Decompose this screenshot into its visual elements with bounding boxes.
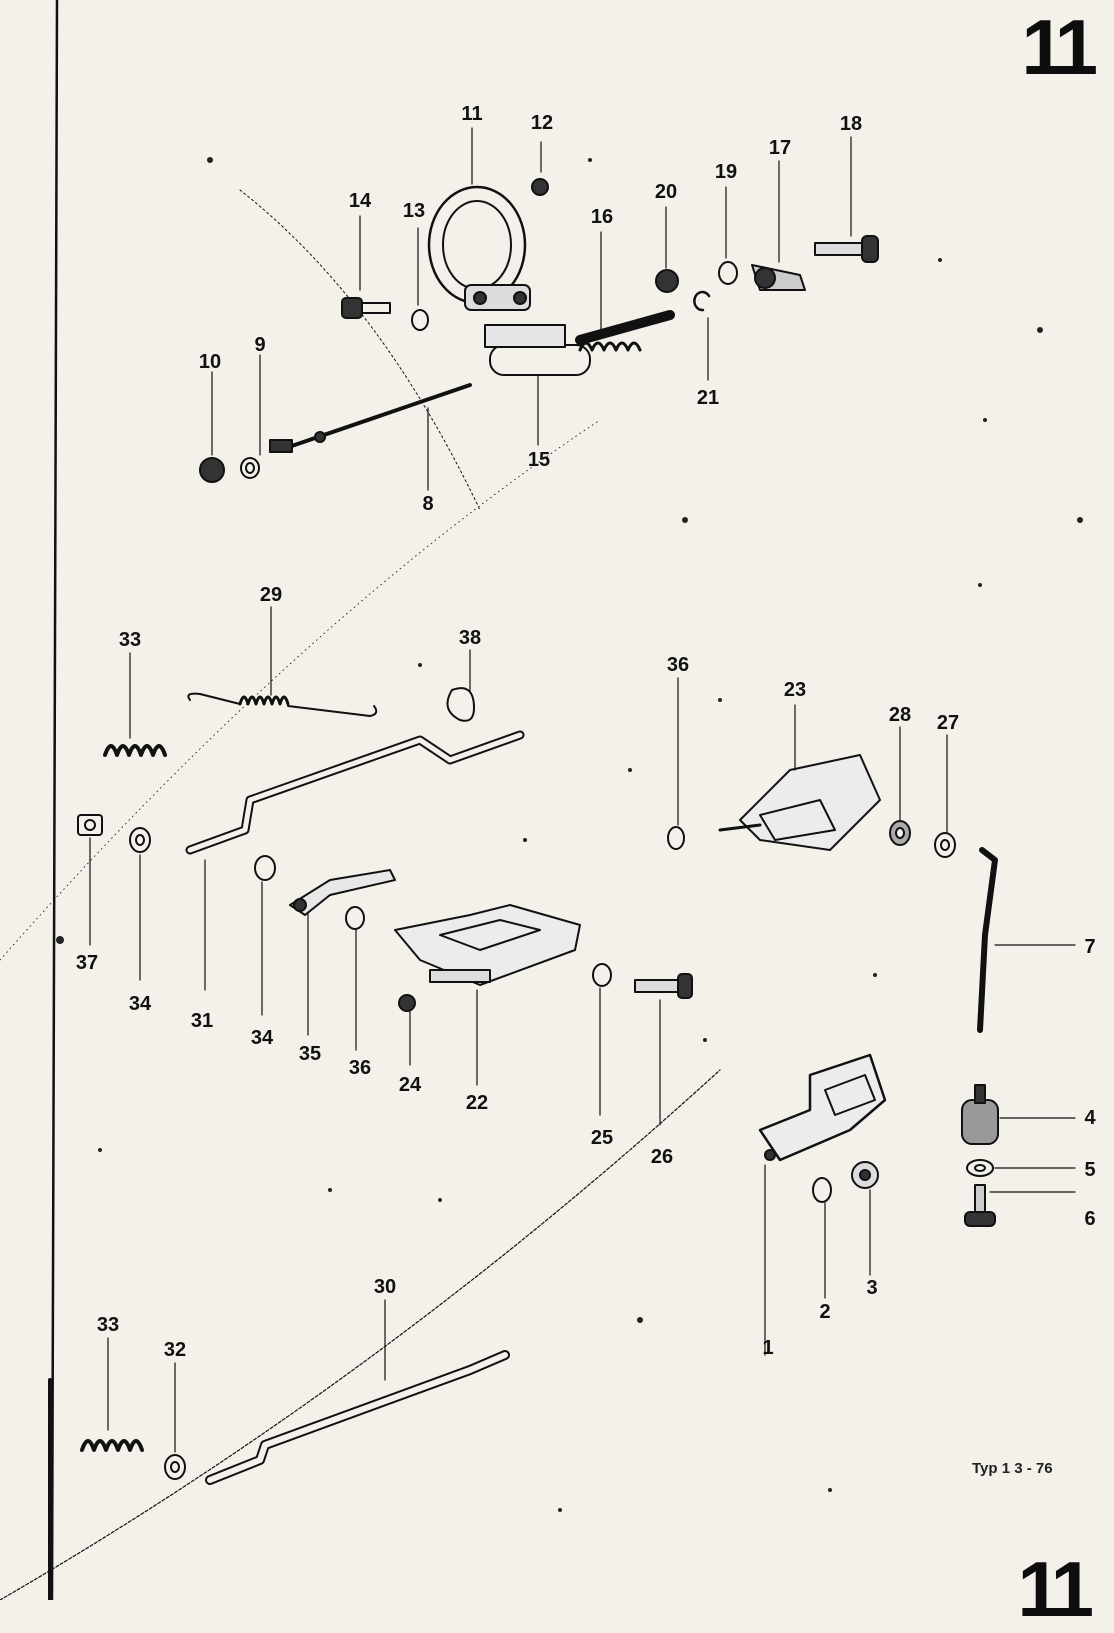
shaft-housing-15: [484, 324, 591, 376]
clip-38: [446, 687, 475, 722]
callout-10: 10: [198, 351, 222, 373]
binding-line: [50, 0, 59, 1600]
bracket-1: [758, 1053, 887, 1162]
callout-19: 19: [714, 161, 738, 183]
bolt-14: [341, 297, 391, 319]
callout-11: 11: [461, 103, 483, 125]
callout-6: 6: [1084, 1208, 1096, 1230]
washer-5: [966, 1159, 994, 1177]
parts-diagram-svg: [0, 0, 1083, 1600]
washer-36-a: [345, 906, 365, 930]
callout-35: 35: [298, 1043, 322, 1065]
washer-25: [592, 963, 612, 987]
callout-18: 18: [839, 113, 863, 135]
washer-36-b: [667, 826, 685, 850]
nipple-24: [398, 994, 416, 1012]
callout-31: 31: [190, 1010, 214, 1032]
spring-33-top: [103, 744, 167, 757]
washer-34-b: [254, 855, 276, 881]
lever-30: [205, 1350, 510, 1485]
callout-24: 24: [398, 1074, 422, 1096]
callout-22: 22: [465, 1092, 489, 1114]
nut-20: [655, 269, 679, 293]
washer-32: [164, 1454, 186, 1480]
pushrod-8: [269, 383, 472, 453]
washer-27: [934, 832, 956, 858]
callout-34-center: 34: [250, 1027, 274, 1049]
bolt-6: [964, 1184, 996, 1227]
circlip-21: [693, 290, 711, 312]
callout-8: 8: [422, 493, 434, 515]
rod-7: [977, 847, 998, 1033]
lever-17: [751, 264, 806, 291]
callout-25: 25: [590, 1127, 614, 1149]
callout-9: 9: [254, 334, 266, 356]
callout-33-top: 33: [118, 629, 142, 651]
mount-23: [718, 754, 881, 851]
callout-28: 28: [888, 704, 912, 726]
spring-shaft-16: [575, 310, 675, 352]
callout-36-center: 36: [348, 1057, 372, 1079]
washer-34-a: [129, 827, 151, 853]
spring-29: [187, 692, 378, 717]
accelerator-cable: [0, 1069, 721, 1600]
callout-26: 26: [650, 1146, 674, 1168]
mount-22: [394, 904, 581, 986]
spring-33-bottom: [80, 1439, 144, 1452]
callout-13: 13: [402, 200, 426, 222]
washer-9: [240, 457, 260, 479]
callout-20: 20: [654, 181, 678, 203]
washer-2: [812, 1177, 832, 1203]
callout-37: 37: [75, 952, 99, 974]
scan-noise: [56, 157, 1083, 1512]
lever-31: [185, 730, 525, 855]
callout-29: 29: [259, 584, 283, 606]
callout-1: 1: [762, 1337, 774, 1359]
callout-30: 30: [373, 1276, 397, 1298]
callout-3: 3: [866, 1277, 878, 1299]
washer-28: [889, 820, 911, 846]
bracket-35: [289, 869, 396, 916]
callout-4: 4: [1084, 1107, 1096, 1129]
nut-10: [199, 457, 225, 483]
callout-34-left: 34: [128, 993, 152, 1015]
washer-19: [718, 261, 738, 285]
callout-12: 12: [530, 112, 554, 134]
bolt-18: [814, 235, 879, 263]
group-number-top: 11: [1021, 3, 1099, 91]
callout-5: 5: [1084, 1159, 1096, 1181]
block-37: [77, 814, 103, 836]
nipple-12: [531, 178, 549, 196]
bracket-11: [427, 185, 531, 311]
callout-17: 17: [768, 137, 792, 159]
callout-27: 27: [936, 712, 960, 734]
callout-15: 15: [527, 449, 551, 471]
buffer-4: [961, 1084, 999, 1145]
callout-32: 32: [163, 1339, 187, 1361]
callout-21: 21: [696, 387, 720, 409]
group-number-bottom: 11: [1017, 1545, 1095, 1633]
callout-38: 38: [458, 627, 482, 649]
callout-23: 23: [783, 679, 807, 701]
washer-13: [411, 309, 429, 331]
clutch-cable: [239, 189, 481, 511]
callout-36-top: 36: [666, 654, 690, 676]
nut-3: [851, 1161, 879, 1189]
callout-33-bottom: 33: [96, 1314, 120, 1336]
callout-2: 2: [819, 1301, 831, 1323]
callout-16: 16: [590, 206, 614, 228]
type-label: Typ 1 3 - 76: [972, 1460, 1053, 1477]
bolt-26: [634, 973, 693, 999]
leader-lines: [89, 127, 1076, 1453]
callout-14: 14: [348, 190, 372, 212]
callout-7: 7: [1084, 936, 1096, 958]
